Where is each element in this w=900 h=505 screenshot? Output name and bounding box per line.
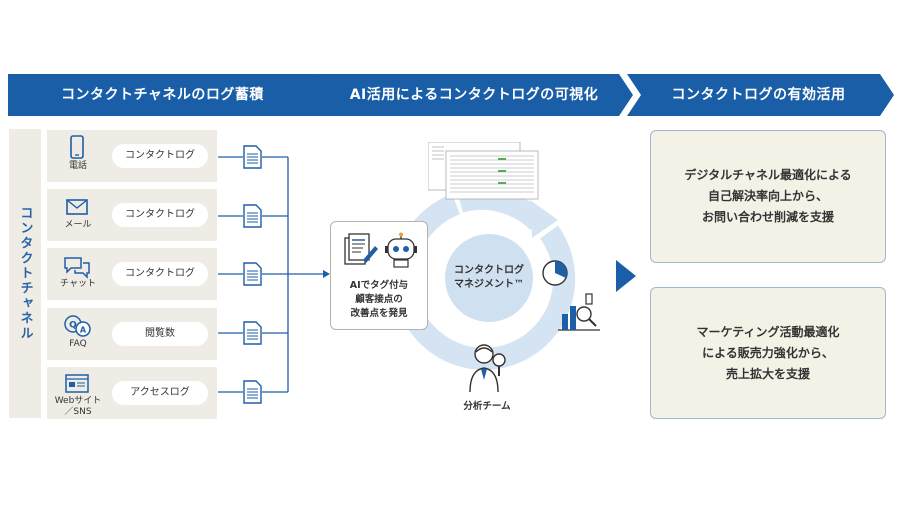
document-icon xyxy=(243,380,262,404)
ai-box-line1: AIでタグ付与 xyxy=(349,280,409,291)
channel-label-phone: 電話 xyxy=(68,161,87,171)
outcome-2-line1: マーケティング活動最適化 xyxy=(696,324,840,339)
header-step-3-label: コンタクトログの有効活用 xyxy=(671,87,846,103)
header-step-2: AI活用によるコンタクトログの可視化 xyxy=(315,74,633,116)
phone-icon xyxy=(70,135,84,159)
center-label: コンタクトログ マネジメント™ xyxy=(445,264,533,292)
channel-side-label-box: コンタクトチャネル xyxy=(9,129,41,418)
connector-lines xyxy=(218,156,330,393)
channel-pill-phone: コンタクトログ xyxy=(112,144,208,168)
channel-row-phone: 電話 コンタクトログ xyxy=(47,130,217,182)
document-icon xyxy=(243,145,262,169)
header-step-1-label: コンタクトチャネルのログ蓄積 xyxy=(61,87,264,103)
center-label-line1: コンタクトログ xyxy=(454,265,524,276)
channel-label-chat: チャット xyxy=(60,279,96,289)
website-icon xyxy=(65,374,89,393)
svg-text:Q: Q xyxy=(69,321,77,331)
channel-label-website: Webサイト ／SNS xyxy=(47,396,109,418)
pie-chart-icon xyxy=(542,260,568,286)
channel-row-chat: チャット コンタクトログ xyxy=(47,248,217,300)
center-label-line2: マネジメント™ xyxy=(454,279,524,290)
outcome-1-line2: 自己解決率向上から、 xyxy=(707,189,828,203)
mail-icon xyxy=(66,199,88,215)
analysis-team-label: 分析チーム xyxy=(463,401,511,412)
ai-tagging-box: AIでタグ付与 顧客接点の 改善点を発見 xyxy=(330,221,428,330)
outcome-box-digital: デジタルチャネル最適化による 自己解決率向上から、 お問い合わせ削減を支援 xyxy=(650,130,886,263)
chat-icon xyxy=(64,257,90,279)
channel-label-website-line2: ／SNS xyxy=(64,407,92,417)
ai-box-line2: 顧客接点の xyxy=(355,294,403,305)
document-icon xyxy=(243,262,262,286)
outcome-2-line3: 売上拡大を支援 xyxy=(725,366,810,381)
document-pen-icon xyxy=(344,233,378,265)
ai-box-text: AIでタグ付与 顧客接点の 改善点を発見 xyxy=(331,279,427,321)
robot-icon xyxy=(385,232,417,268)
channel-pill-mail: コンタクトログ xyxy=(112,203,208,227)
document-icon xyxy=(243,204,262,228)
channel-pill-website: アクセスログ xyxy=(112,381,208,405)
outcome-1-line1: デジタルチャネル最適化による xyxy=(684,168,852,182)
outcome-box-marketing: マーケティング活動最適化 による販売力強化から、 売上拡大を支援 xyxy=(650,287,886,419)
channel-side-label: コンタクトチャネル xyxy=(17,206,33,341)
analysis-chart-icon xyxy=(558,293,600,331)
log-sheets-image xyxy=(428,142,539,200)
channel-row-website: Webサイト ／SNS アクセスログ xyxy=(47,367,217,419)
ai-box-line3: 改善点を発見 xyxy=(350,308,408,319)
outcome-2-line2: による販売力強化から、 xyxy=(702,345,834,360)
contact-log-management-circle: コンタクトログ マネジメント™ xyxy=(445,234,533,322)
header-step-3: コンタクトログの有効活用 xyxy=(627,74,894,116)
outcome-1-line3: お問い合わせ削減を支援 xyxy=(701,210,834,224)
svg-text:A: A xyxy=(80,326,87,335)
channel-pill-chat: コンタクトログ xyxy=(112,262,208,286)
faq-icon: Q A xyxy=(64,315,91,337)
header-step-2-label: AI活用によるコンタクトログの可視化 xyxy=(349,87,599,103)
channel-label-website-line1: Webサイト xyxy=(54,396,102,406)
channel-row-faq: Q A FAQ 閲覧数 xyxy=(47,308,217,360)
document-icon xyxy=(243,321,262,345)
header-step-1: コンタクトチャネルのログ蓄積 xyxy=(8,74,331,116)
channel-label-mail: メール xyxy=(64,220,92,230)
channel-pill-faq: 閲覧数 xyxy=(112,322,208,346)
channel-row-mail: メール コンタクトログ xyxy=(47,189,217,241)
right-arrow-icon xyxy=(616,260,636,292)
channel-label-faq: FAQ xyxy=(69,339,87,349)
analyst-person-icon xyxy=(469,344,506,393)
